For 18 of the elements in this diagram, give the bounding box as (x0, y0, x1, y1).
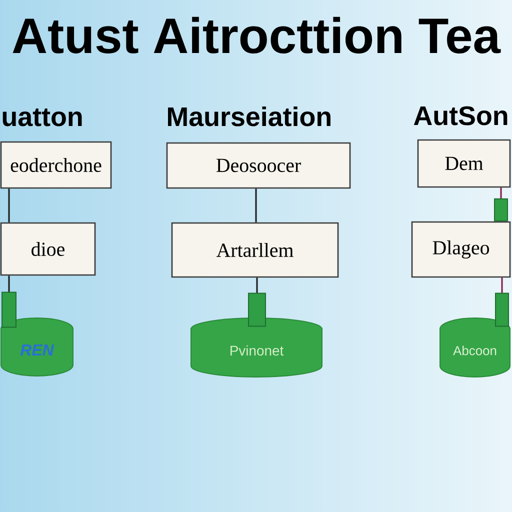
connector (8, 188, 10, 222)
title: Atust Aitrocttion Tea (12, 16, 501, 54)
text-box: Dlageo (411, 221, 511, 278)
connector (2, 276, 16, 328)
cylinder: Pvinonet (190, 318, 322, 378)
text-box: Artarllem (171, 222, 339, 278)
text-box: dioe (0, 222, 96, 276)
cylinder: Abcoon (440, 318, 510, 378)
text-box: Dem (417, 139, 511, 188)
text-box: eoderchone (0, 141, 112, 189)
connector (494, 188, 508, 222)
column-heading: AutSon (414, 106, 508, 126)
connector (248, 278, 266, 327)
connector (495, 278, 509, 327)
column-heading: Maurseiation (168, 106, 330, 126)
text-box: Deosoocer (166, 142, 351, 189)
connector (255, 188, 257, 222)
cylinder: REN (0, 318, 74, 376)
